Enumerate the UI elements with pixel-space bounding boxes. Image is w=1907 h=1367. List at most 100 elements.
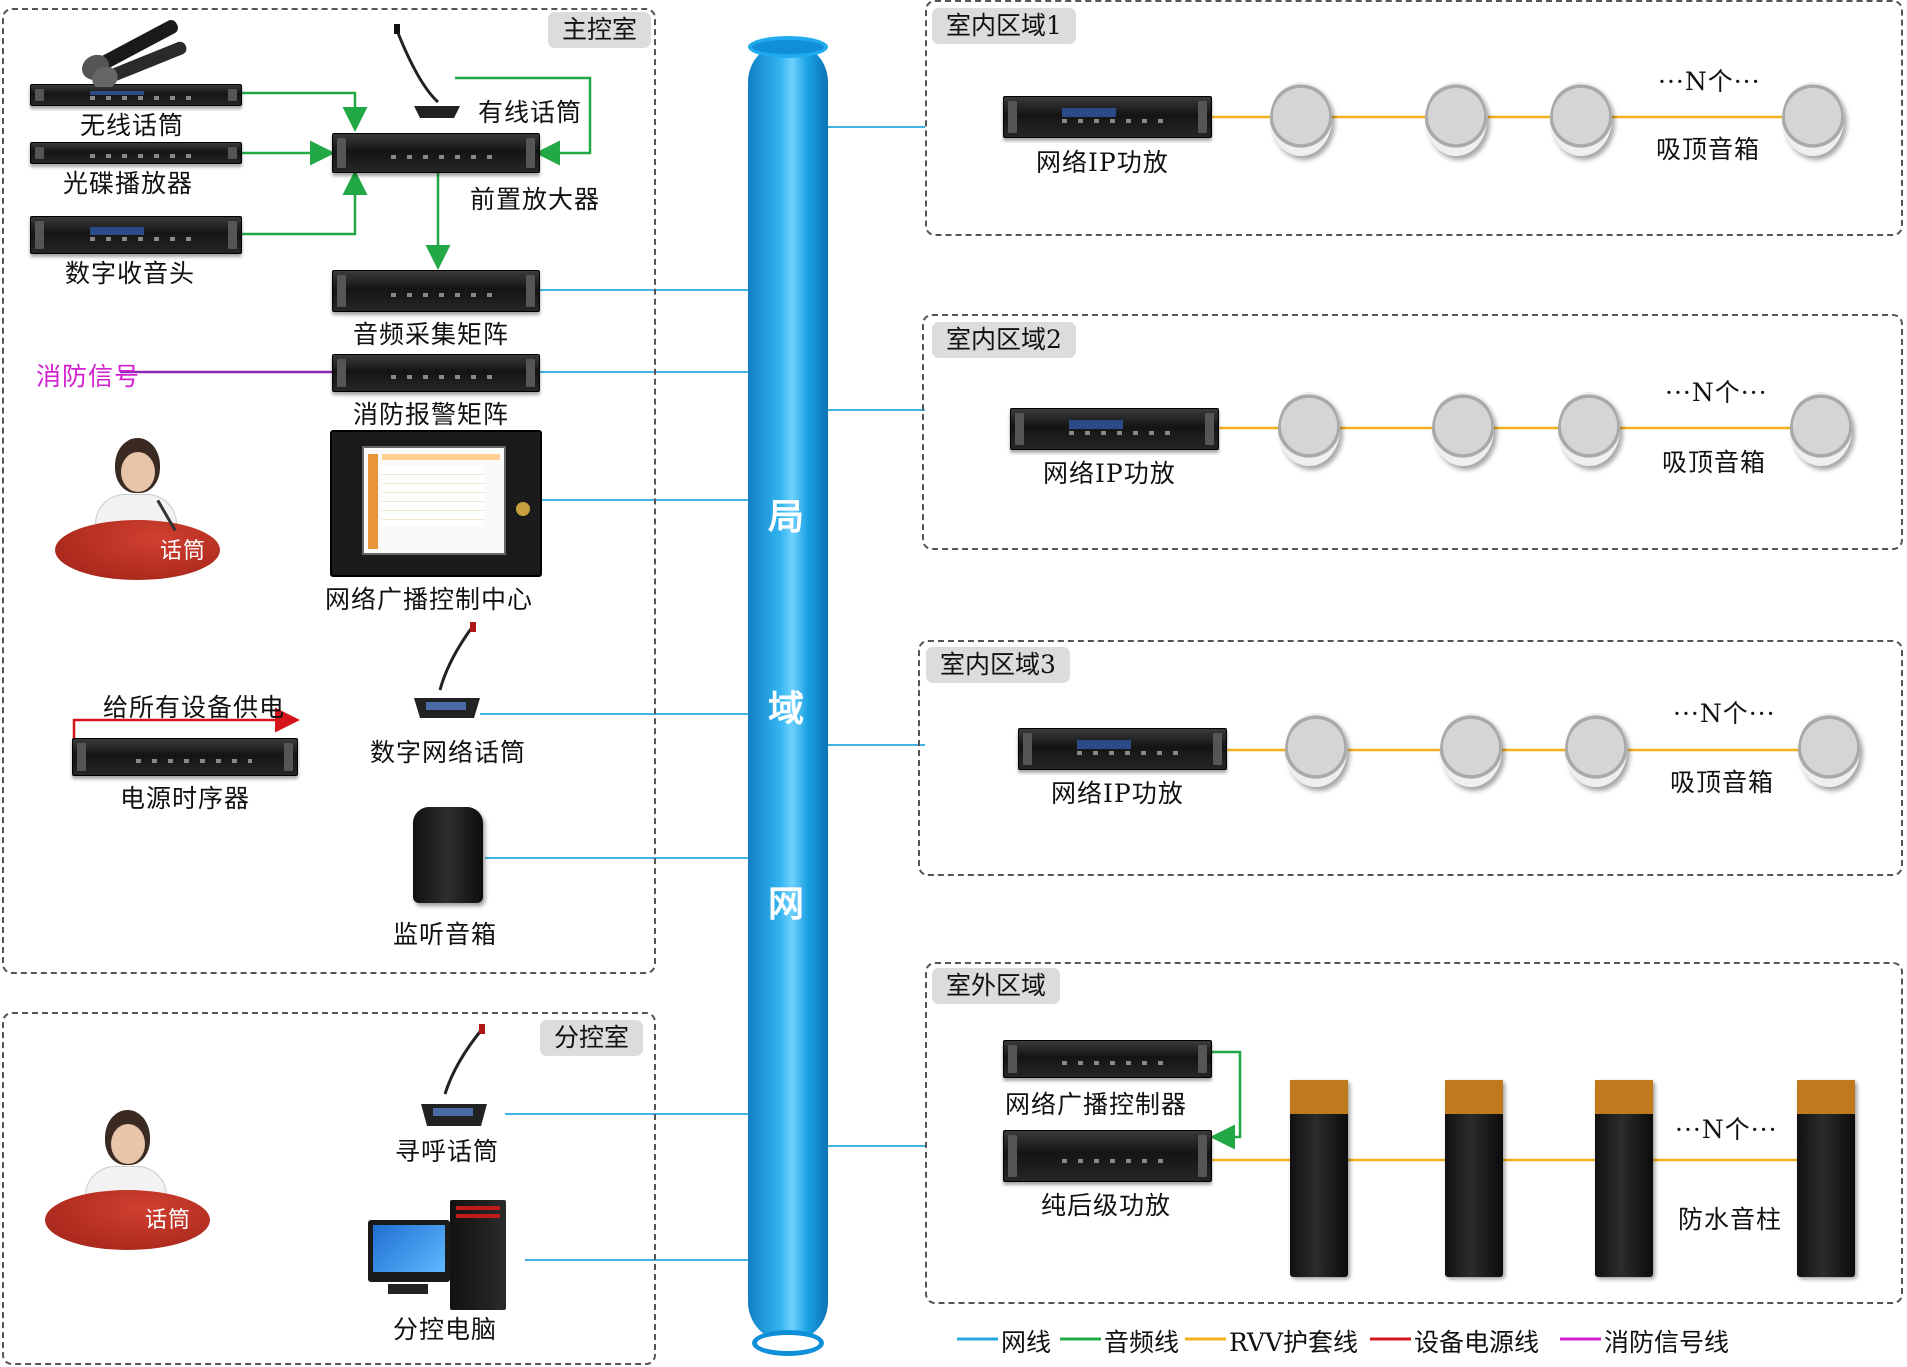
zone3-speaker-1 (1285, 713, 1347, 787)
zone3-speaker-2 (1440, 713, 1502, 787)
operator-figure: 话筒 (55, 438, 220, 588)
zone1-panel (925, 0, 1903, 236)
power-note-label: 给所有设备供电 (103, 693, 286, 722)
lan-char-3: 网 (768, 883, 805, 925)
fire-signal-label: 消防信号 (36, 362, 141, 391)
zone2-speaker-2 (1432, 392, 1494, 466)
zone2-panel (922, 314, 1903, 550)
cd-player-label: 光碟播放器 (63, 169, 194, 198)
tuner-label: 数字收音头 (65, 259, 196, 288)
sub-computer (368, 1200, 508, 1310)
zone1-speaker-3 (1550, 82, 1612, 156)
zone3-panel (918, 640, 1903, 876)
wired-mic-icon (394, 24, 460, 118)
lan-backbone (748, 42, 828, 1342)
power-line (72, 707, 300, 740)
tower-icon (450, 1200, 506, 1310)
zone1-speaker-2 (1425, 82, 1487, 156)
sub-room-panel (2, 1012, 656, 1365)
lan-char-2: 域 (768, 688, 805, 730)
zone2-speaker-1 (1278, 392, 1340, 466)
monitor-icon (368, 1220, 450, 1282)
zone2-speaker-label: 吸顶音箱 (1662, 448, 1767, 477)
wired-mic-label: 有线话筒 (478, 98, 583, 127)
main-room-panel (2, 8, 656, 974)
column-speaker-2 (1445, 1080, 1503, 1277)
legend-network: 网线 (1001, 1328, 1052, 1357)
wireless-mic-receiver (30, 84, 242, 106)
column-speaker-4 (1797, 1080, 1855, 1277)
audio-matrix-label: 音频采集矩阵 (353, 320, 510, 349)
sub-operator-figure: 话筒 (45, 1110, 210, 1260)
preamp-label: 前置放大器 (470, 185, 601, 214)
column-speaker-3 (1595, 1080, 1653, 1277)
legend-power: 设备电源线 (1414, 1328, 1540, 1357)
zone3-speaker-label: 吸顶音箱 (1670, 768, 1775, 797)
operator-mic-label: 话筒 (160, 539, 207, 564)
zone3-title: 室内区域3 (926, 647, 1070, 683)
zone1-title: 室内区域1 (932, 8, 1076, 44)
zone3-speaker-3 (1565, 713, 1627, 787)
wireless-mic-to-preamp (240, 91, 368, 132)
legend-rvv: RVV护套线 (1229, 1328, 1359, 1357)
fire-alarm-matrix (332, 354, 540, 392)
zone1-count-label: ···N个··· (1658, 67, 1761, 96)
power-amplifier (1003, 1130, 1212, 1182)
rvv-lines (1210, 115, 1798, 1162)
zone2-ip-amp (1010, 408, 1219, 450)
wired-mic-to-preamp (455, 76, 592, 166)
zone1-speaker-4 (1782, 82, 1844, 156)
controller-label: 网络广播控制器 (1005, 1090, 1188, 1119)
lan-backbone-bottom (752, 1330, 824, 1356)
monitor-speaker (413, 807, 483, 903)
paging-mic-icon (421, 1024, 487, 1126)
network-lines (480, 126, 925, 1261)
sub-computer-label: 分控电脑 (393, 1315, 498, 1344)
zone3-amp-label: 网络IP功放 (1051, 779, 1184, 808)
control-center-label: 网络广播控制中心 (325, 585, 534, 614)
wireless-mic-icon (81, 20, 187, 87)
broadcast-control-center (330, 430, 542, 577)
zone1-speaker-label: 吸顶音箱 (1656, 135, 1761, 164)
tuner-to-preamp (240, 170, 368, 236)
zone2-count-label: ···N个··· (1665, 378, 1768, 407)
column-speaker-1 (1290, 1080, 1348, 1277)
legend-audio: 音频线 (1104, 1328, 1180, 1357)
cd-player (30, 142, 242, 164)
sub-operator-mic-label: 话筒 (145, 1208, 192, 1233)
zone1-ip-amp (1003, 96, 1212, 138)
sub-room-title: 分控室 (540, 1020, 644, 1056)
monitor-speaker-label: 监听音箱 (393, 920, 498, 949)
zone2-speaker-4 (1790, 392, 1852, 466)
power-sequencer-label: 电源时序器 (120, 784, 251, 813)
lan-backbone-top (748, 36, 828, 58)
legend-fire: 消防信号线 (1604, 1328, 1730, 1357)
fire-matrix-label: 消防报警矩阵 (353, 400, 510, 429)
control-center-screen (362, 446, 506, 555)
audio-lines (240, 76, 1242, 1150)
net-mic-label: 数字网络话筒 (370, 738, 527, 767)
preamplifier (332, 133, 540, 173)
outdoor-panel (925, 962, 1903, 1304)
outdoor-count-label: ···N个··· (1675, 1115, 1778, 1144)
zone1-speaker-1 (1270, 82, 1332, 156)
paging-mic-label: 寻呼话筒 (395, 1137, 500, 1166)
lan-char-1: 局 (768, 496, 805, 538)
outdoor-title: 室外区域 (932, 968, 1061, 1004)
zone1-amp-label: 网络IP功放 (1036, 148, 1169, 177)
net-mic-icon (414, 622, 480, 718)
zone2-speaker-3 (1558, 392, 1620, 466)
power-sequencer (72, 738, 298, 776)
main-room-title: 主控室 (548, 12, 652, 48)
broadcast-controller (1003, 1040, 1212, 1078)
zone2-amp-label: 网络IP功放 (1043, 459, 1176, 488)
zone3-speaker-4 (1798, 713, 1860, 787)
zone3-ip-amp (1018, 728, 1227, 770)
outdoor-speaker-label: 防水音柱 (1678, 1205, 1783, 1234)
power-amp-label: 纯后级功放 (1041, 1191, 1172, 1220)
digital-tuner (30, 216, 242, 254)
zone3-count-label: ···N个··· (1673, 699, 1776, 728)
audio-capture-matrix (332, 270, 540, 312)
